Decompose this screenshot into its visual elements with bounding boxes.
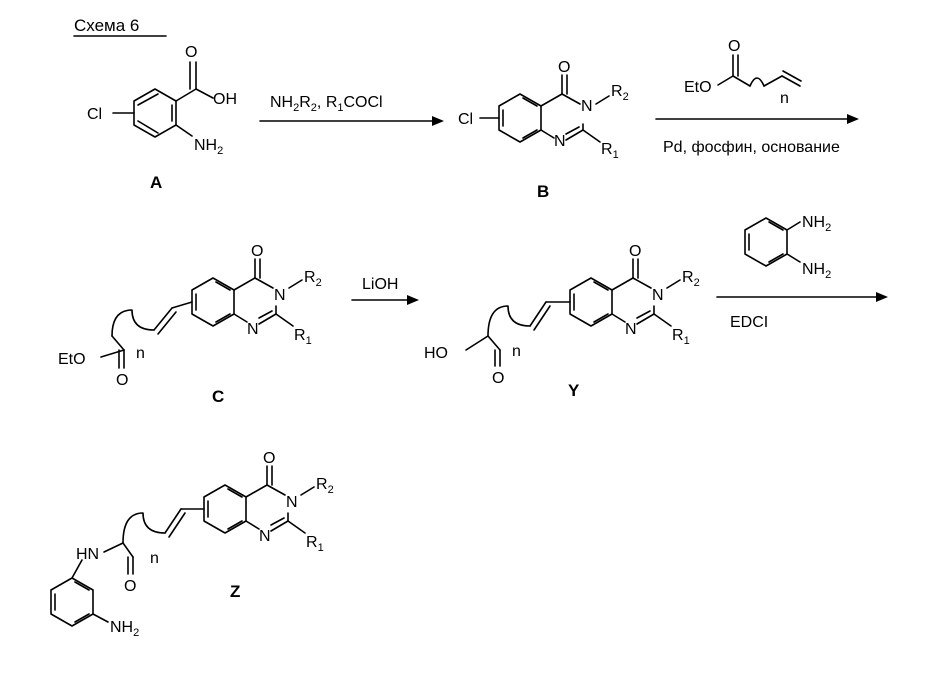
compound-A-label: A — [150, 173, 162, 192]
compound-Z-label: Z — [230, 582, 240, 601]
C-R1: R1 — [294, 327, 312, 347]
reaction-arrow-1-head — [432, 116, 444, 126]
Z-amide-NH: HN — [76, 546, 99, 563]
Y-carbonyl-oxygen: O — [629, 243, 641, 260]
Y-hydroxyl: HO — [424, 345, 448, 362]
A-chlorine: Cl — [87, 106, 102, 123]
Y-acid-oxygen: O — [492, 370, 504, 387]
Z-N1: N — [259, 528, 271, 545]
compound-Y-structure — [466, 259, 680, 366]
Z-R1: R1 — [306, 534, 324, 554]
step2-ethoxy: EtO — [684, 79, 712, 96]
o-phenylenediamine-structure — [745, 218, 800, 266]
compound-C-structure — [101, 259, 302, 368]
Y-n: n — [512, 343, 521, 360]
step2-conditions: Pd, фосфин, основание — [663, 139, 840, 156]
reaction-arrow-3-head — [407, 295, 419, 305]
reaction-arrow-2-head — [847, 114, 859, 124]
C-ethoxy: EtO — [58, 351, 86, 368]
B-R2: R2 — [611, 83, 629, 103]
A-hydroxyl: OH — [213, 91, 237, 108]
compound-A-structure — [113, 62, 213, 137]
step2-carbonyl-oxygen: O — [728, 38, 740, 55]
Y-N1: N — [625, 321, 637, 338]
compound-B-label: B — [537, 182, 549, 201]
scheme-title: Схема 6 — [74, 16, 139, 35]
A-carbonyl-oxygen: O — [185, 44, 197, 61]
step2-reagent-structure — [718, 55, 801, 86]
A-amino: NH2 — [194, 137, 223, 157]
step2-n: n — [780, 90, 789, 107]
Z-n: n — [150, 550, 159, 567]
Y-R1: R1 — [672, 327, 690, 347]
step4-coupling-agent: EDCI — [730, 314, 768, 331]
compound-Y-label: Y — [568, 381, 580, 400]
reaction-arrow-4-head — [876, 292, 888, 302]
B-chlorine: Cl — [458, 111, 473, 128]
compound-C-label: C — [212, 387, 224, 406]
B-N3: N — [581, 98, 593, 115]
B-R1: R1 — [601, 141, 619, 161]
Z-amide-oxygen: O — [124, 578, 136, 595]
Z-N3: N — [286, 494, 298, 511]
C-N1: N — [247, 321, 259, 338]
C-R2: R2 — [304, 269, 322, 289]
C-N3: N — [274, 287, 286, 304]
C-n: n — [136, 345, 145, 362]
B-N1: N — [554, 133, 566, 150]
Z-amino: NH2 — [110, 619, 139, 639]
reagent-amine-1: NH2 — [802, 214, 831, 234]
step3-reagent: LiOH — [362, 276, 398, 293]
C-carbonyl-oxygen: O — [251, 243, 263, 260]
Y-N3: N — [652, 287, 664, 304]
reagent-amine-2: NH2 — [802, 261, 831, 281]
Z-carbonyl-oxygen: O — [263, 450, 275, 467]
Z-R2: R2 — [316, 476, 334, 496]
C-ester-oxygen: O — [116, 372, 128, 389]
Y-R2: R2 — [682, 269, 700, 289]
step1-reagents: NH2R2, R1COCl — [270, 94, 383, 114]
B-carbonyl-oxygen: O — [558, 59, 570, 76]
